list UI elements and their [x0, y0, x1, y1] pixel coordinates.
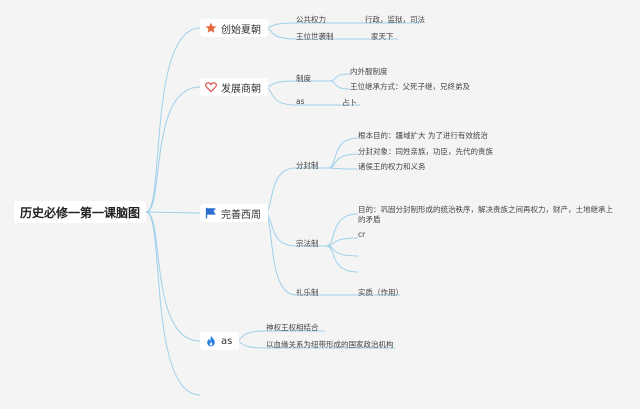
branch-connector — [263, 27, 297, 40]
sub-node[interactable]: 王位世袭制 — [296, 32, 334, 41]
leaf-node[interactable]: 家天下 — [371, 32, 394, 41]
leaf-connector — [329, 73, 351, 82]
sub-node[interactable]: 公共权力 — [296, 15, 326, 24]
leaf-node[interactable]: 王位继承方式：父死子继，兄终弟及 — [350, 82, 470, 91]
root-connector — [145, 27, 201, 213]
leaf-node[interactable]: 目的：巩固分封制形成的统治秩序，解决贵族之间再权力，财产，土地继承上的矛盾 — [358, 205, 613, 224]
root-connector — [145, 211, 201, 214]
branch-as[interactable]: as — [200, 332, 240, 350]
fire-icon — [205, 335, 217, 347]
leaf-connector — [327, 167, 359, 170]
sub-node[interactable]: 分封制 — [296, 161, 319, 170]
branch-connector — [263, 80, 297, 88]
branch-xizhou[interactable]: 完善西周 — [200, 204, 268, 222]
flag-icon — [205, 207, 217, 219]
root-connector — [145, 86, 201, 213]
leaf-node[interactable]: 占卜 — [342, 98, 357, 107]
leaf-node[interactable]: 根本目的：疆域扩大 为了进行有效统治 — [358, 131, 488, 140]
star-icon — [205, 22, 217, 34]
branch-connector — [263, 212, 297, 296]
branch-xia[interactable]: 创始夏朝 — [200, 19, 268, 37]
leaf-connector — [329, 80, 351, 90]
sub-node[interactable]: 宗法制 — [296, 239, 319, 248]
leaf-connector — [325, 213, 359, 247]
branch-label: 创始夏朝 — [221, 24, 261, 36]
root-node[interactable]: 历史必修一第一课脑图 — [14, 201, 146, 223]
sub-node[interactable]: as — [296, 97, 305, 106]
leaf-node[interactable]: 内外服制度 — [350, 67, 388, 76]
sub-node[interactable]: 制度 — [296, 74, 311, 83]
branch-connector — [263, 167, 297, 214]
leaf-node[interactable]: 神权王权相结合 — [266, 323, 319, 332]
branch-label: 完善西周 — [221, 209, 261, 221]
leaf-connector — [325, 245, 359, 257]
branch-label: as — [221, 335, 233, 347]
leaf-connector — [327, 153, 359, 169]
leaf-node[interactable]: 诸侯王的权力和义务 — [358, 162, 426, 171]
branch-connector — [263, 22, 297, 29]
root-connector — [145, 211, 201, 396]
leaf-node[interactable]: 以血缘关系为纽带形成的国家政治机构 — [266, 340, 394, 349]
leaf-node[interactable]: 分封对象：同姓亲族，功臣，先代的贵族 — [358, 147, 493, 156]
leaf-connector — [327, 137, 359, 169]
leaf-node[interactable]: 实质（作用） — [358, 288, 403, 297]
branch-shang[interactable]: 发展商朝 — [200, 78, 268, 96]
heart-icon — [205, 81, 217, 93]
branch-connector — [263, 86, 297, 106]
root-connector — [145, 211, 201, 342]
sub-node[interactable]: 礼乐制 — [296, 288, 319, 297]
leaf-connector — [325, 245, 359, 273]
leaf-node[interactable]: 行政，监狱，司法 — [365, 15, 425, 24]
branch-connector — [263, 212, 297, 247]
leaf-node[interactable]: cr — [358, 230, 366, 239]
branch-label: 发展商朝 — [221, 83, 261, 95]
